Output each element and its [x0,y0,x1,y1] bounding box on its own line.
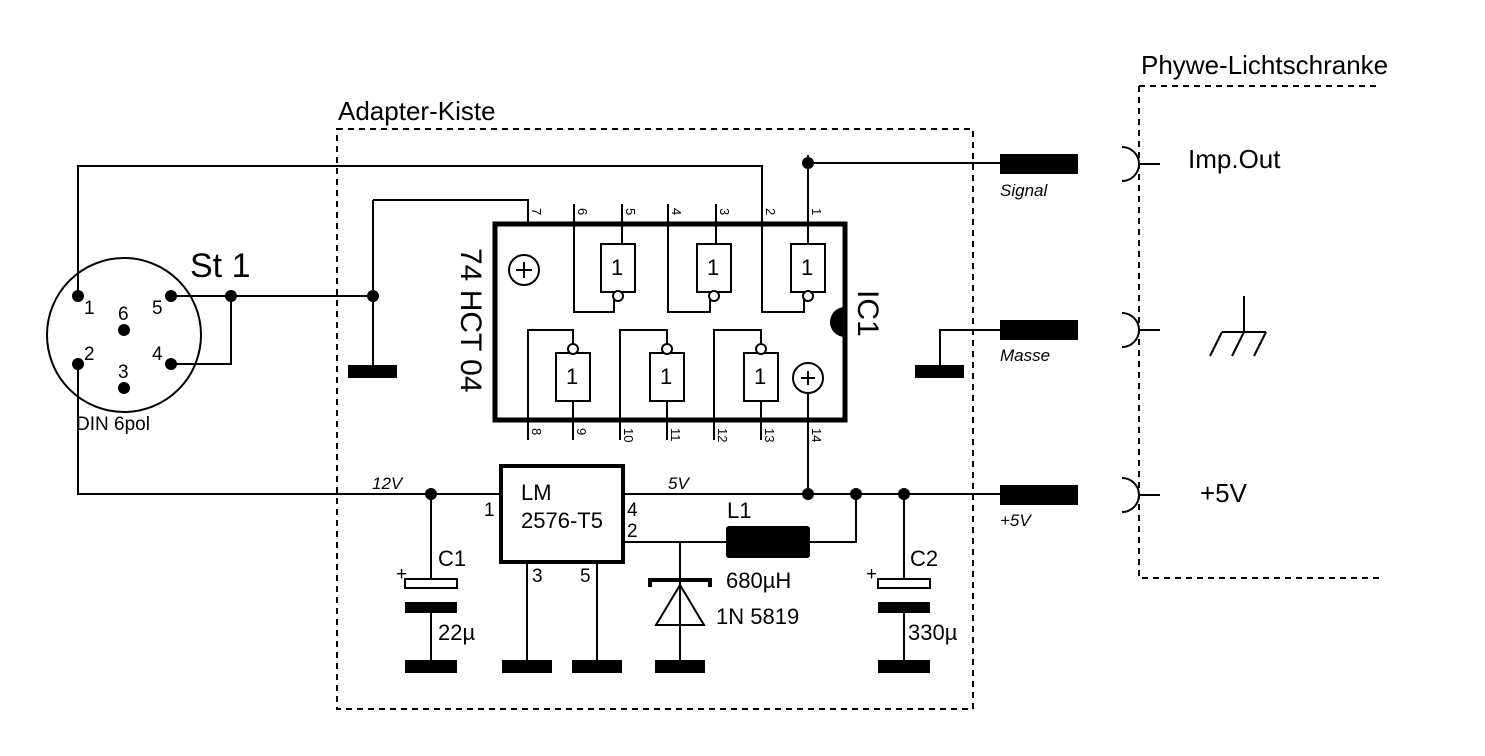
gate-symbol: 1 [660,364,672,389]
c2-ref: C2 [910,546,938,571]
din-pin-label-5: 5 [152,298,163,319]
gate-symbol: 1 [566,364,578,389]
din-pin-3 [118,382,130,394]
socket-imp-out: Imp.Out [1121,144,1281,182]
ground-symbol-c1 [405,660,457,673]
socket-masse [1121,296,1267,357]
d1-value: 1N 5819 [716,604,799,629]
net-5v-label: 5V [668,474,690,493]
c1-ref: C1 [438,546,466,571]
ic1-top-pins: 7 6 5 4 3 2 1 [529,166,824,313]
regulator-pin-5: 5 [580,566,591,587]
din-pin-label-3: 3 [118,362,129,383]
ic1-pin-4: 4 [669,208,684,215]
regulator-pin-3: 3 [532,566,543,587]
ic1-pin-13: 13 [762,428,777,442]
regulator-pin-4: 4 [627,500,638,521]
wires-st1 [171,199,529,378]
ic1-gate-top-2: 1 [696,243,732,302]
l1-value: 680µH [726,568,791,593]
ic1-part: 74 HCT 04 [454,248,487,393]
ic1-gate-bot-1: 1 [555,343,591,402]
din-pin-6 [118,324,130,336]
adapter-box-label: Adapter-Kiste [338,96,496,126]
gate-symbol: 1 [611,255,623,280]
ic1-pin-8: 8 [529,428,544,435]
ic1-pin-9: 9 [574,428,589,435]
jack-signal-label: Signal [1000,181,1048,200]
din-pin-label-2: 2 [84,344,95,365]
ic1-pin-2: 2 [763,208,778,215]
gate-symbol: 1 [754,364,766,389]
ic1-pin-7: 7 [529,208,544,215]
l1-ref: L1 [727,498,751,523]
gate-symbol: 1 [707,255,719,280]
diode-d1: 1N 5819 [648,578,799,673]
c2-plus: + [866,564,877,585]
jack-plus5v: +5V [1000,485,1078,530]
ic1-vcc-symbol [792,362,824,394]
ic1-gate-top-3: 1 [790,243,826,302]
output-imp-label: Imp.Out [1188,144,1281,174]
regulator-line2: 2576-T5 [521,508,603,533]
regulator-lm2576: LM 2576-T5 1 4 2 3 5 [484,464,638,673]
ic1-chip: IC1 74 HCT 04 7 6 5 4 3 2 1 1 1 [454,166,884,494]
socket-plus5v: +5V [1121,477,1248,513]
regulator-pin-1: 1 [484,500,495,521]
regulator-pin-2: 2 [627,521,638,542]
ic1-pin-1: 1 [809,208,824,215]
ic1-pin-12: 12 [715,428,730,442]
ground-symbol-reg5 [572,660,622,673]
ic1-pin-6: 6 [575,208,590,215]
regulator-line1: LM [521,480,552,505]
ground-symbol-d1 [655,660,705,673]
jack-plus5v-label: +5V [1000,511,1032,530]
ic1-gate-top-1: 1 [600,243,636,302]
ic1-gate-bot-2: 1 [649,343,685,402]
connector-label: St 1 [190,247,250,285]
net-12v-label: 12V [372,474,404,493]
c1-value: 22µ [438,620,475,645]
earth-ground-icon [1209,296,1267,357]
ic1-pin-5: 5 [623,208,638,215]
c2-value: 330µ [908,620,958,645]
wires-12v: 12V [77,364,501,579]
output-plus5v-label: +5V [1200,478,1248,508]
ic1-ref: IC1 [851,290,884,337]
jack-masse-label: Masse [1000,346,1050,365]
jack-masse: Masse [1000,320,1078,365]
din-pin-label-4: 4 [152,344,163,365]
ic1-pin-10: 10 [621,428,636,442]
inductor-l1: L1 680µH [726,498,810,593]
ground-symbol-masse [915,365,964,378]
jack-signal: Signal [1000,154,1078,200]
ic1-gnd-symbol [508,254,540,286]
ic1-pin-14: 14 [809,428,824,442]
din-pin-label-1: 1 [84,298,95,319]
phywe-box: Phywe-Lichtschranke [1138,50,1388,579]
ic1-pin-3: 3 [717,208,732,215]
c1-plus: + [396,564,407,585]
ic1-pin-11: 11 [668,428,683,442]
wires-masse [915,329,1000,378]
adapter-box: Adapter-Kiste [336,96,974,710]
ic1-gate-bot-3: 1 [743,343,779,402]
ground-symbol-reg3 [502,660,552,673]
ground-symbol-c2 [878,660,930,673]
capacitor-c1: + C1 22µ [396,546,475,673]
din-connector: 1 2 3 4 5 6 St 1 DIN 6pol [46,247,250,435]
phywe-box-label: Phywe-Lichtschranke [1141,50,1388,80]
ic1-notch [830,307,845,337]
wires-5v: 5V [623,474,1000,660]
capacitor-c2: + C2 330µ [866,494,958,673]
din-pin-label-6: 6 [118,304,129,325]
ic1-bottom-pins: 8 9 10 11 12 13 14 [527,329,824,494]
gate-symbol: 1 [801,255,813,280]
connector-type: DIN 6pol [76,414,150,435]
ground-symbol-st1 [348,365,397,378]
